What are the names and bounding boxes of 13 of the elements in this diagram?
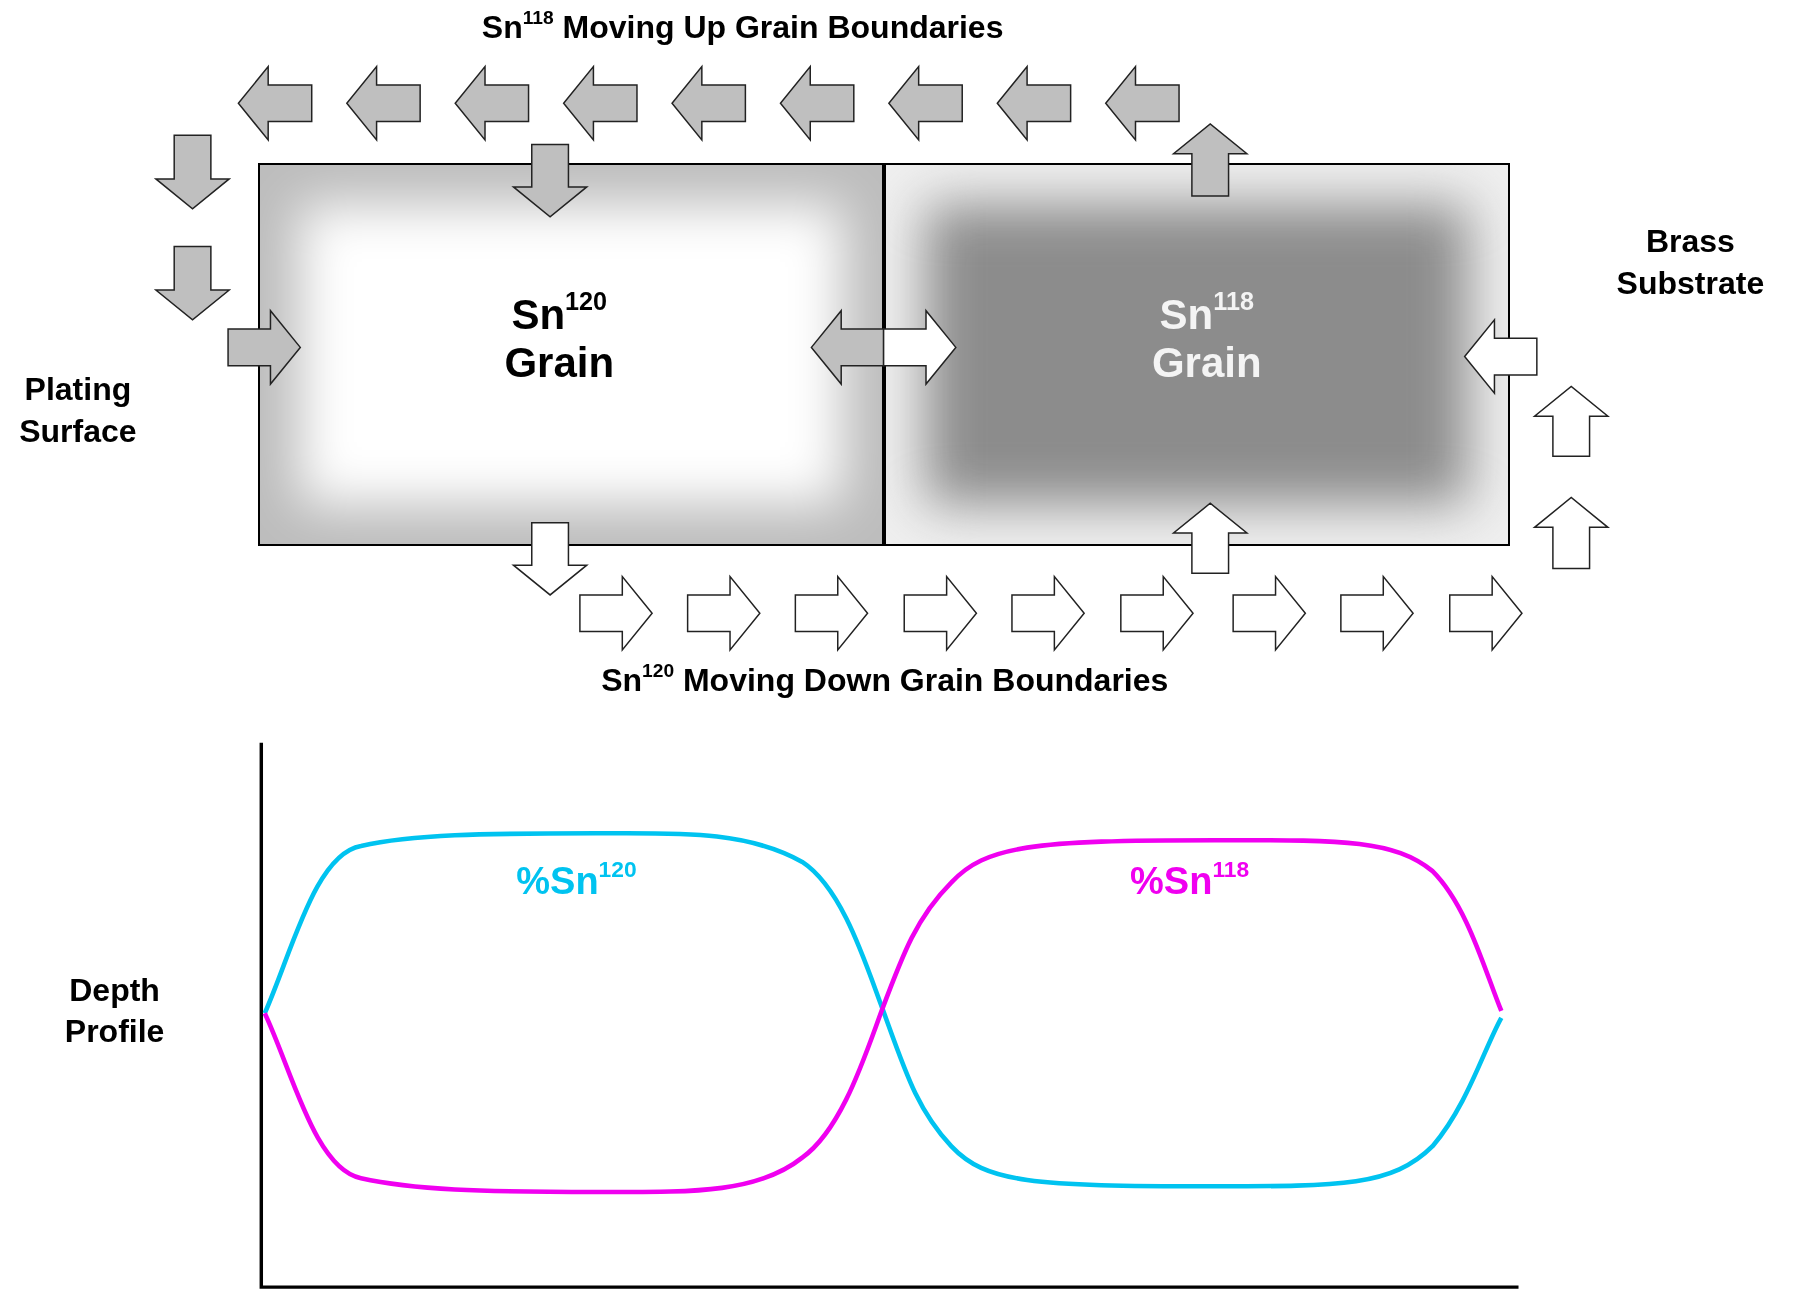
profile-label: Depth Profile: [63, 970, 166, 1052]
curve-label: %Sn$^{118}$: [1130, 857, 1250, 905]
surface-label: Plating Surface: [18, 370, 138, 451]
substrate-label: Brass Substrate: [1615, 222, 1766, 303]
grain-label: Sn$^{118}$ Grain: [1150, 290, 1263, 388]
block-arrow: [810, 308, 885, 387]
curve-label: %Sn$^{120}$: [516, 857, 637, 905]
grain-box: [257, 162, 884, 546]
grain-label: Sn$^{120}$ Grain: [503, 290, 616, 388]
boundary-flow-title: Sn$^{118}$ Moving Up Grain Boundaries: [481, 6, 1004, 47]
boundary-flow-title: Sn$^{120}$ Moving Down Grain Boundaries: [601, 660, 1169, 701]
block-arrow: [882, 308, 957, 387]
grain-box: [883, 162, 1511, 546]
